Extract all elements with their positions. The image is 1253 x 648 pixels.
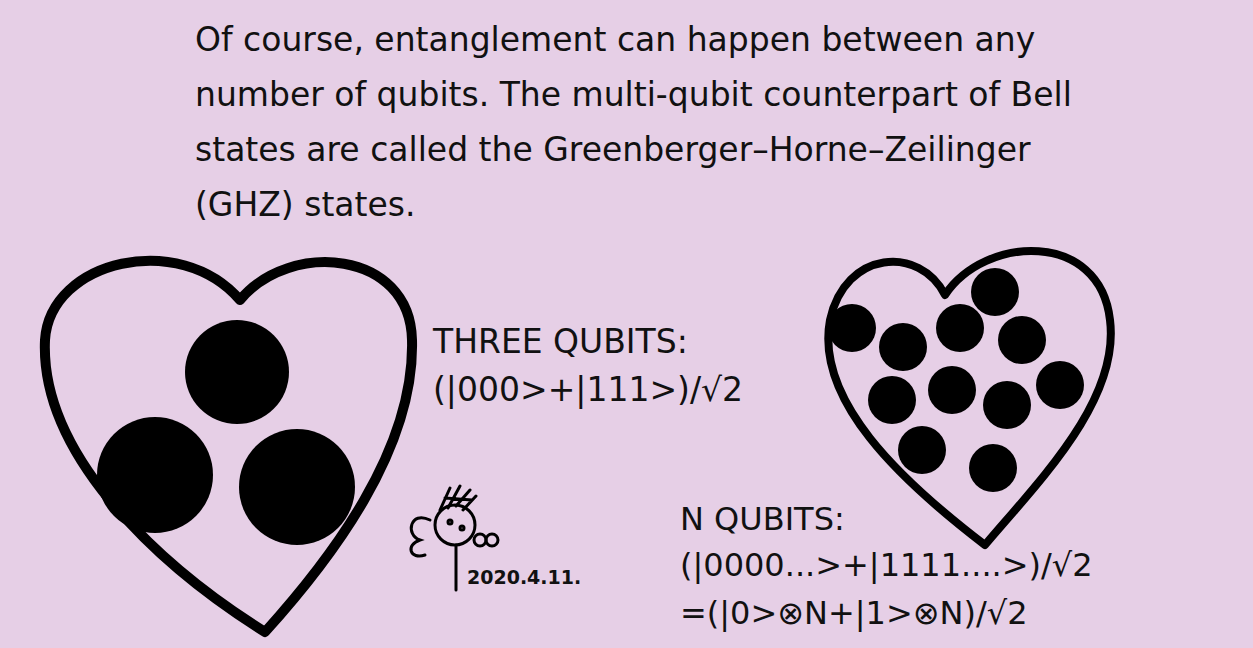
label-n-qubits: N QUBITS:: [680, 500, 845, 538]
formula: (|0000...>+|1111....>)/√2: [680, 546, 1093, 584]
formula: (|000>+|111>)/√2: [433, 370, 743, 410]
heading: Of course, entanglement can happen betwe…: [195, 12, 1130, 232]
qubit-dots: [97, 320, 355, 545]
heart-outline: [828, 251, 1111, 545]
formula: =(|0>⊗N+|1>⊗N)/√2: [680, 594, 1028, 632]
label-three-qubits: THREE QUBITS:: [433, 322, 688, 362]
heart-outline: [45, 261, 412, 632]
signature-date: 2020.4.11.: [467, 566, 581, 589]
qubit-dots: [828, 268, 1084, 492]
